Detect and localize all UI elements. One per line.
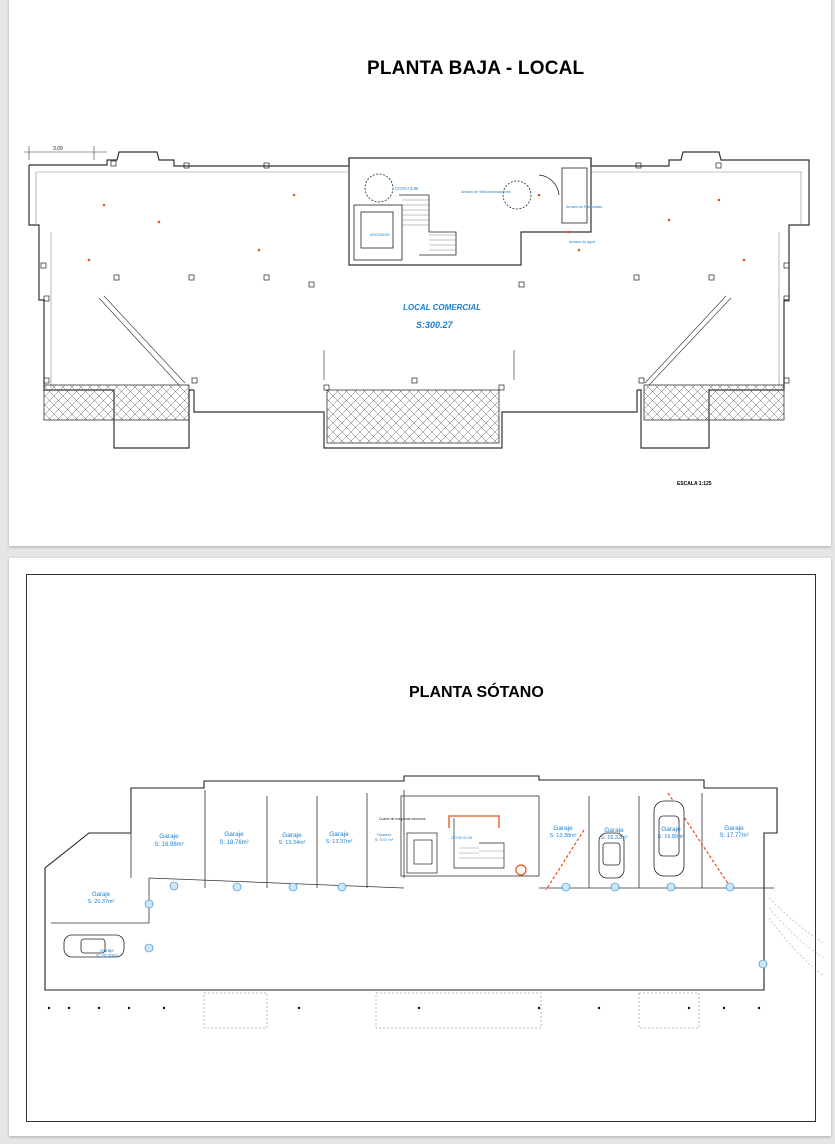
garage-name: Garaje	[604, 827, 624, 834]
garage-area: S: 13.37m²	[326, 839, 353, 845]
garage-name: Garaje	[159, 833, 179, 840]
sheet-title-basement: PLANTA SÓTANO	[409, 684, 544, 701]
basement-floor-plan: Garaje S: 16.98m² Garaje S: 18.76m² Gara…	[44, 775, 825, 1029]
elevator-label: ASCENSOR	[370, 233, 390, 237]
telecom-cabinet-label: Armario de Telecomunicaciones	[461, 190, 511, 194]
electricity-cabinet-label: Armario de Electricidad	[566, 205, 602, 209]
basement-walls	[44, 775, 778, 991]
garage-name: Garaje	[661, 826, 681, 833]
garage-area: S: 13.38m²	[550, 833, 577, 839]
garage-area: S: 16.89m²	[658, 834, 685, 840]
garage-area: S: 20.20m²	[96, 953, 119, 958]
dimension-label: 3.09	[53, 146, 63, 152]
sheet-title-ground: PLANTA BAJA - LOCAL	[367, 58, 585, 79]
sheet-frame	[26, 574, 816, 1122]
columns	[40, 160, 790, 391]
basement-stair-level: COTA+0.00	[451, 835, 473, 840]
garage-name: Garaje	[100, 948, 114, 953]
garage-name: Garaje	[92, 892, 111, 898]
room-name: LOCAL COMERCIAL	[403, 303, 481, 312]
floor-plan-sheet-basement: PLANTA SÓTANO	[9, 558, 831, 1136]
storage-name: Trastero	[377, 832, 393, 837]
garage-name: Garaje	[282, 832, 302, 839]
garage-name: Garaje	[224, 831, 244, 838]
scale-label: ESCALA 1:125	[677, 481, 712, 487]
basement-core	[406, 818, 505, 874]
garage-name: Garaje	[553, 825, 573, 832]
room-area: S:300.27	[416, 320, 454, 330]
terraces	[43, 384, 785, 444]
machine-room-label: Cuarto de maquinas ascensor	[379, 817, 427, 821]
dimension-line	[24, 146, 107, 160]
garage-area: S: 13.34m²	[279, 840, 306, 846]
stair-level-label: COTA+3.85	[395, 186, 419, 191]
car-icons	[63, 800, 685, 958]
water-cabinet-label: Armario de Agua	[569, 240, 595, 244]
garage-area: S: 18.76m²	[219, 840, 248, 846]
storage-area: S: 9.07 m²	[375, 837, 394, 842]
garage-area: S: 15.32m²	[601, 835, 628, 841]
floor-plan-sheet-ground: PLANTA BAJA - LOCAL 3.09	[9, 0, 831, 546]
ground-floor-plan: 3.09	[24, 146, 810, 449]
core-stairs	[353, 167, 588, 261]
garage-area: S: 20.37m²	[88, 899, 115, 905]
garage-name: Garaje	[329, 831, 349, 838]
garage-area: S: 17.77m²	[719, 833, 748, 839]
garage-name: Garaje	[724, 825, 744, 832]
garage-area: S: 16.98m²	[154, 842, 183, 848]
